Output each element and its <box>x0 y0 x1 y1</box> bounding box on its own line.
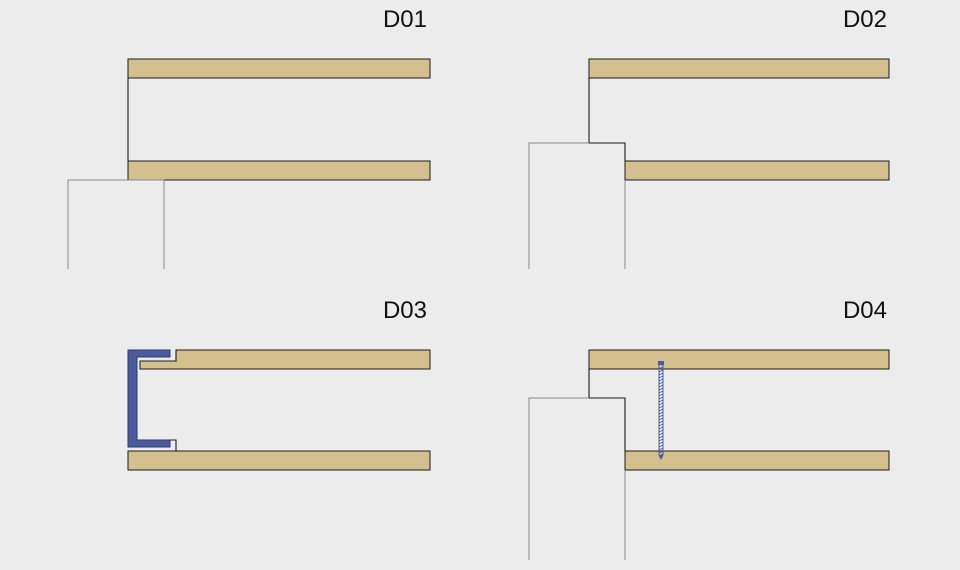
screw-thread-line <box>658 438 664 442</box>
screw-thread-line <box>658 369 664 373</box>
board-top <box>588 58 890 79</box>
screw-thread-line <box>658 390 664 394</box>
detail-d03-label: D03 <box>383 297 427 324</box>
screw-thread-line <box>658 432 664 436</box>
screw-tip <box>658 454 664 461</box>
screw-thread-line <box>658 396 664 400</box>
detail-d04-label: D04 <box>843 297 887 324</box>
screw-thread-line <box>658 447 664 451</box>
board-bottom <box>624 450 890 471</box>
board-top <box>127 58 431 79</box>
screw-thread-line <box>658 426 664 430</box>
screw-thread-line <box>658 372 664 376</box>
detail-d02: D02 <box>528 6 890 269</box>
screw-thread-line <box>658 414 664 418</box>
screw-thread-line <box>658 384 664 388</box>
screw-thread-line <box>658 366 664 370</box>
screw-thread-line <box>658 387 664 391</box>
screw-thread-line <box>658 405 664 409</box>
detail-d03: D03 <box>127 297 431 471</box>
screw-thread-line <box>658 435 664 439</box>
screw-thread-line <box>658 417 664 421</box>
board-bottom <box>127 160 431 181</box>
screw-thread-line <box>658 375 664 379</box>
detail-d02-label: D02 <box>843 6 887 33</box>
screw-thread-line <box>658 408 664 412</box>
board-top <box>139 349 431 370</box>
board-bottom <box>127 450 431 471</box>
board-bottom <box>624 160 890 181</box>
screw-thread-line <box>658 411 664 415</box>
support-block <box>528 397 589 560</box>
support-block <box>528 142 589 269</box>
screw-thread-line <box>658 441 664 445</box>
screw-thread-line <box>658 429 664 433</box>
screw-thread-line <box>658 378 664 382</box>
detail-d04: D04 <box>528 297 890 560</box>
screw-thread-line <box>658 402 664 406</box>
detail-d01-label: D01 <box>383 6 427 33</box>
detail-d01: D01 <box>67 6 431 269</box>
screw-thread-line <box>658 399 664 403</box>
support-block <box>67 179 165 269</box>
screw-thread-line <box>658 420 664 424</box>
screw-thread-line <box>658 450 664 454</box>
screw-thread-line <box>658 381 664 385</box>
channel-profile <box>127 349 171 448</box>
screw-head <box>658 361 664 365</box>
stepped-edge <box>588 78 626 161</box>
profile-return-edge <box>170 439 177 451</box>
screw-thread-line <box>658 423 664 427</box>
screw-thread-line <box>658 393 664 397</box>
screw-thread <box>658 366 664 457</box>
screw-thread-line <box>658 444 664 448</box>
screw <box>658 361 664 461</box>
board-top <box>588 349 890 370</box>
stepped-edge <box>588 369 626 451</box>
